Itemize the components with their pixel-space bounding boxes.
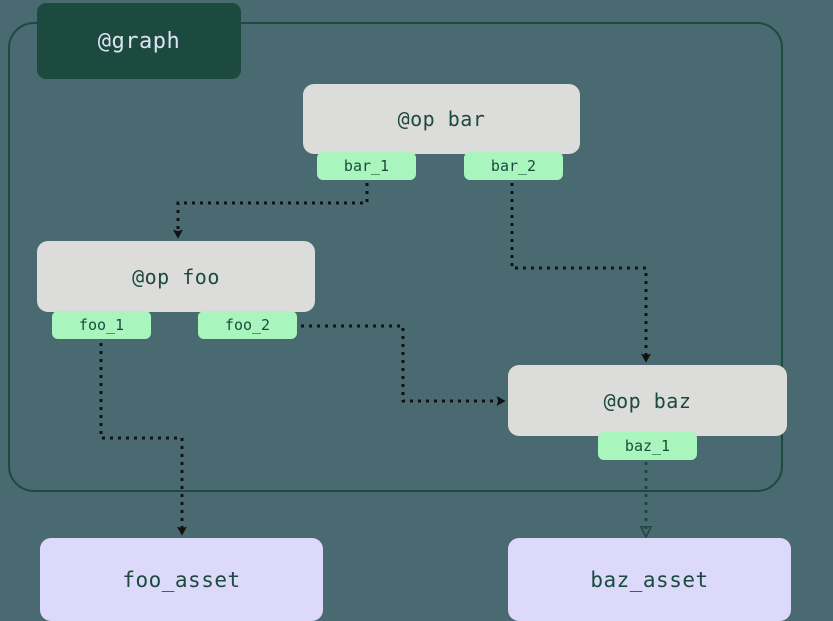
graph-label-badge[interactable]: @graph bbox=[37, 3, 241, 79]
graph-container[interactable] bbox=[8, 22, 783, 492]
op-port-label-baz_1: baz_1 bbox=[624, 437, 671, 455]
op-port-label-foo_2: foo_2 bbox=[224, 316, 271, 334]
op-title-baz: @op baz bbox=[603, 388, 692, 413]
op-port-bar_2[interactable]: bar_2 bbox=[464, 152, 563, 180]
graph-label-text: @graph bbox=[97, 28, 181, 54]
op-node-baz[interactable]: @op baz bbox=[508, 365, 787, 436]
op-port-label-foo_1: foo_1 bbox=[78, 316, 125, 334]
op-title-foo: @op foo bbox=[132, 264, 220, 289]
op-port-baz_1[interactable]: baz_1 bbox=[598, 432, 697, 460]
asset-label-baz_asset: baz_asset bbox=[590, 567, 709, 592]
asset-label-foo_asset: foo_asset bbox=[122, 567, 241, 592]
op-node-bar[interactable]: @op bar bbox=[303, 84, 580, 154]
op-port-label-bar_2: bar_2 bbox=[490, 157, 537, 175]
asset-node-baz_asset[interactable]: baz_asset bbox=[508, 538, 791, 621]
op-port-foo_2[interactable]: foo_2 bbox=[198, 311, 297, 339]
op-title-bar: @op bar bbox=[397, 107, 486, 131]
op-port-foo_1[interactable]: foo_1 bbox=[52, 311, 151, 339]
op-node-foo[interactable]: @op foo bbox=[37, 241, 315, 312]
op-port-bar_1[interactable]: bar_1 bbox=[317, 152, 416, 180]
asset-node-foo_asset[interactable]: foo_asset bbox=[40, 538, 323, 621]
op-port-label-bar_1: bar_1 bbox=[343, 157, 390, 175]
